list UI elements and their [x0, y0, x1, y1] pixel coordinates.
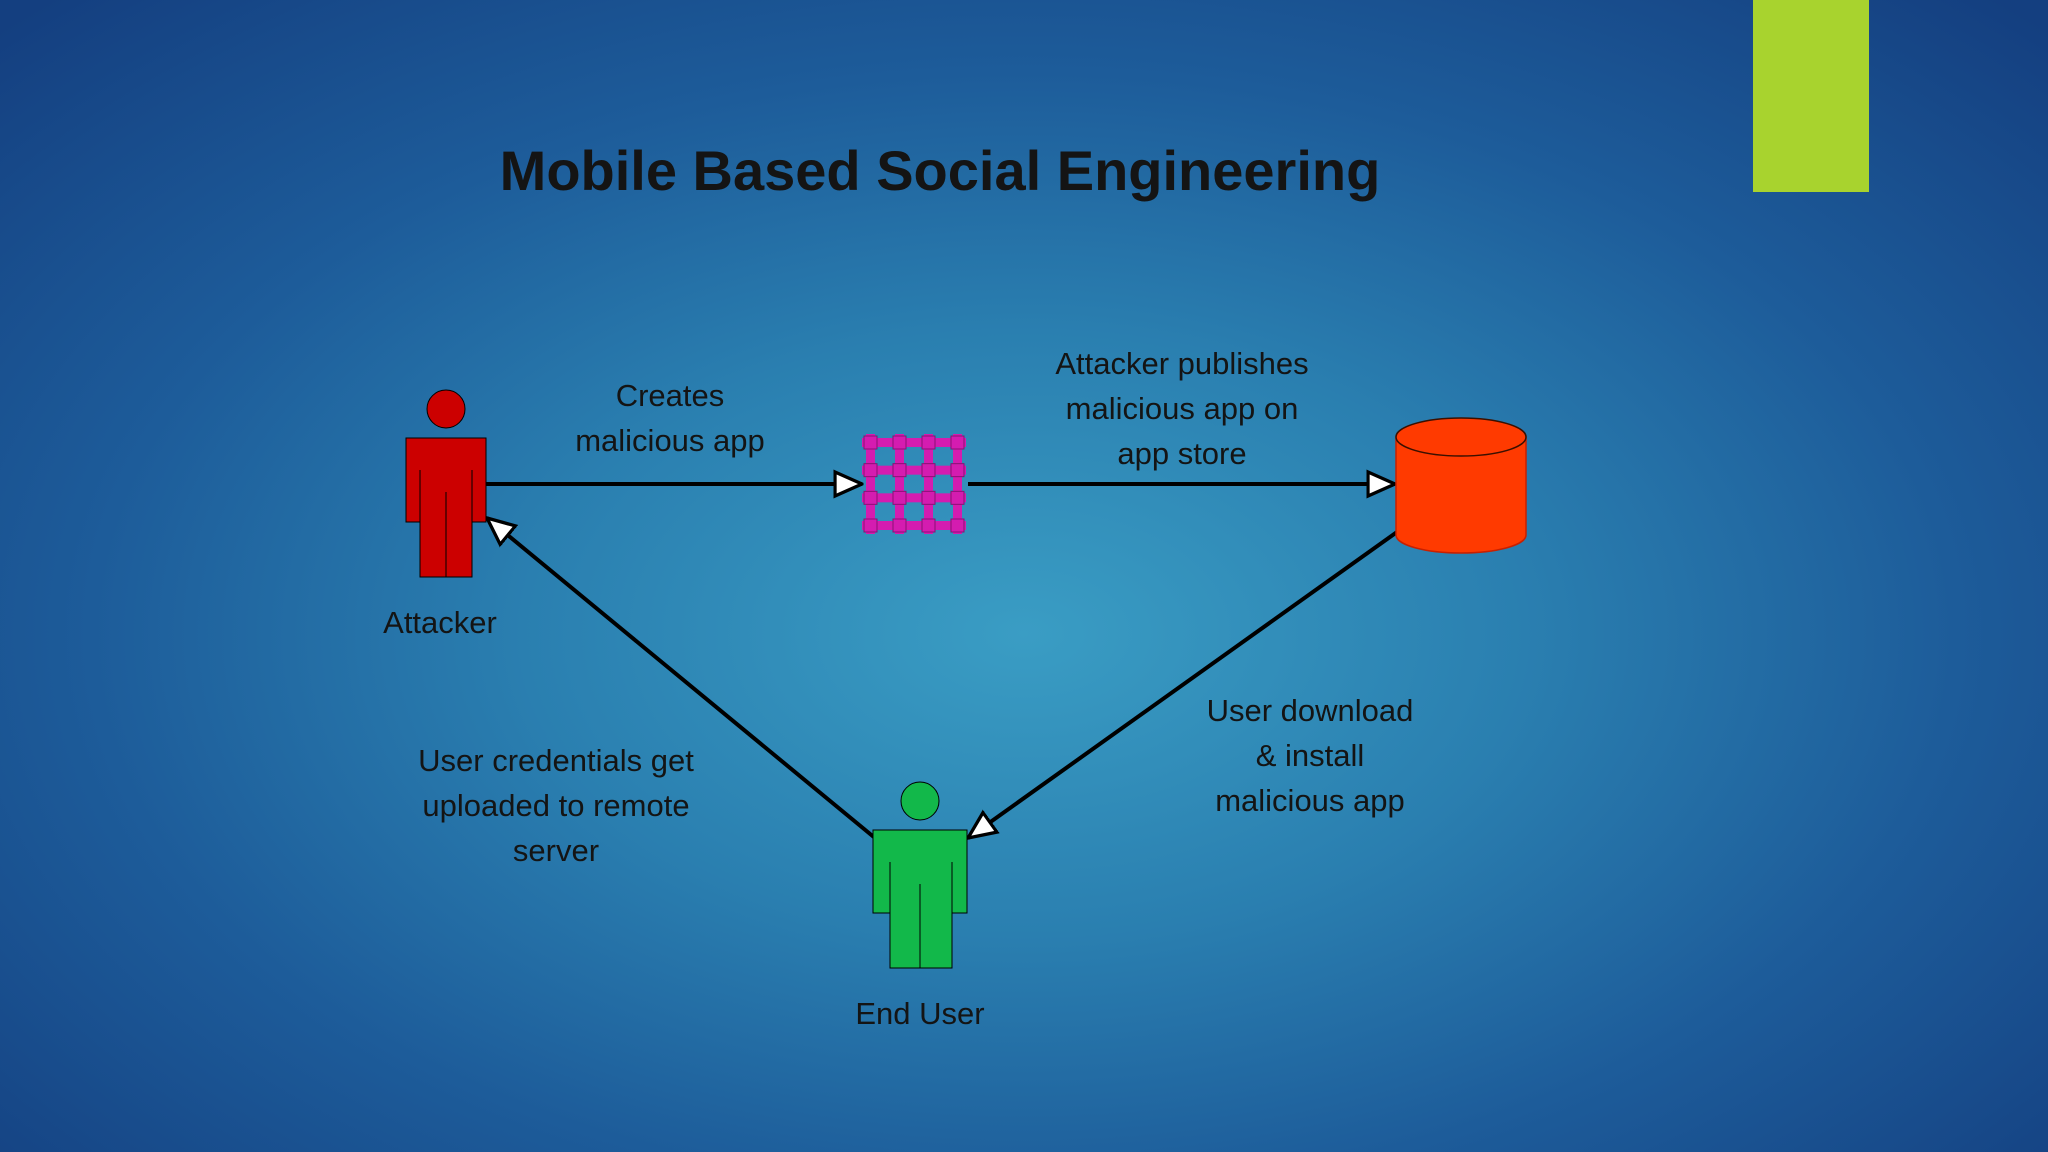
grid-knot: [892, 435, 907, 450]
grid-knot: [921, 463, 936, 478]
arrow-user-to-attacker: [487, 518, 877, 840]
grid-knot: [863, 490, 878, 505]
label-credentials-uploaded: User credentials get uploaded to remote …: [418, 743, 694, 868]
grid-knot: [950, 463, 965, 478]
grid-bar-vertical: [866, 434, 875, 534]
attacker-person-icon: [405, 389, 487, 578]
grid-knot: [921, 435, 936, 450]
grid-bar-horizontal: [862, 493, 966, 503]
end-user-label: End User: [855, 996, 985, 1031]
malicious-app-grid-icon: [862, 434, 966, 534]
grid-knot: [863, 435, 878, 450]
grid-knot: [863, 463, 878, 478]
grid-knot: [863, 518, 878, 533]
grid-knot: [950, 490, 965, 505]
grid-knot: [892, 518, 907, 533]
grid-bar-vertical: [895, 434, 904, 534]
label-publishes-on-app-store: Attacker publishes malicious app on app …: [1055, 346, 1309, 471]
grid-knot: [921, 518, 936, 533]
end-user-person-icon: [872, 781, 968, 969]
label-download-and-install: User download & install malicious app: [1206, 693, 1414, 818]
grid-knot: [921, 490, 936, 505]
attacker-label: Attacker: [383, 605, 497, 640]
grid-bar-horizontal: [862, 438, 966, 447]
grid-knot: [950, 435, 965, 450]
grid-bar-horizontal: [862, 521, 966, 530]
slide-title: Mobile Based Social Engineering: [499, 139, 1381, 202]
label-creates-malicious-app: Creates malicious app: [575, 378, 765, 458]
grid-bar-vertical: [953, 434, 962, 534]
grid-knot: [892, 463, 907, 478]
grid-bar-vertical: [924, 434, 933, 534]
grid-bar-horizontal: [862, 465, 966, 475]
accent-bar: [1753, 0, 1869, 192]
arrow-store-to-user: [968, 530, 1399, 838]
grid-knot: [892, 490, 907, 505]
app-store-cylinder-icon: [1395, 417, 1527, 554]
grid-knot: [950, 518, 965, 533]
